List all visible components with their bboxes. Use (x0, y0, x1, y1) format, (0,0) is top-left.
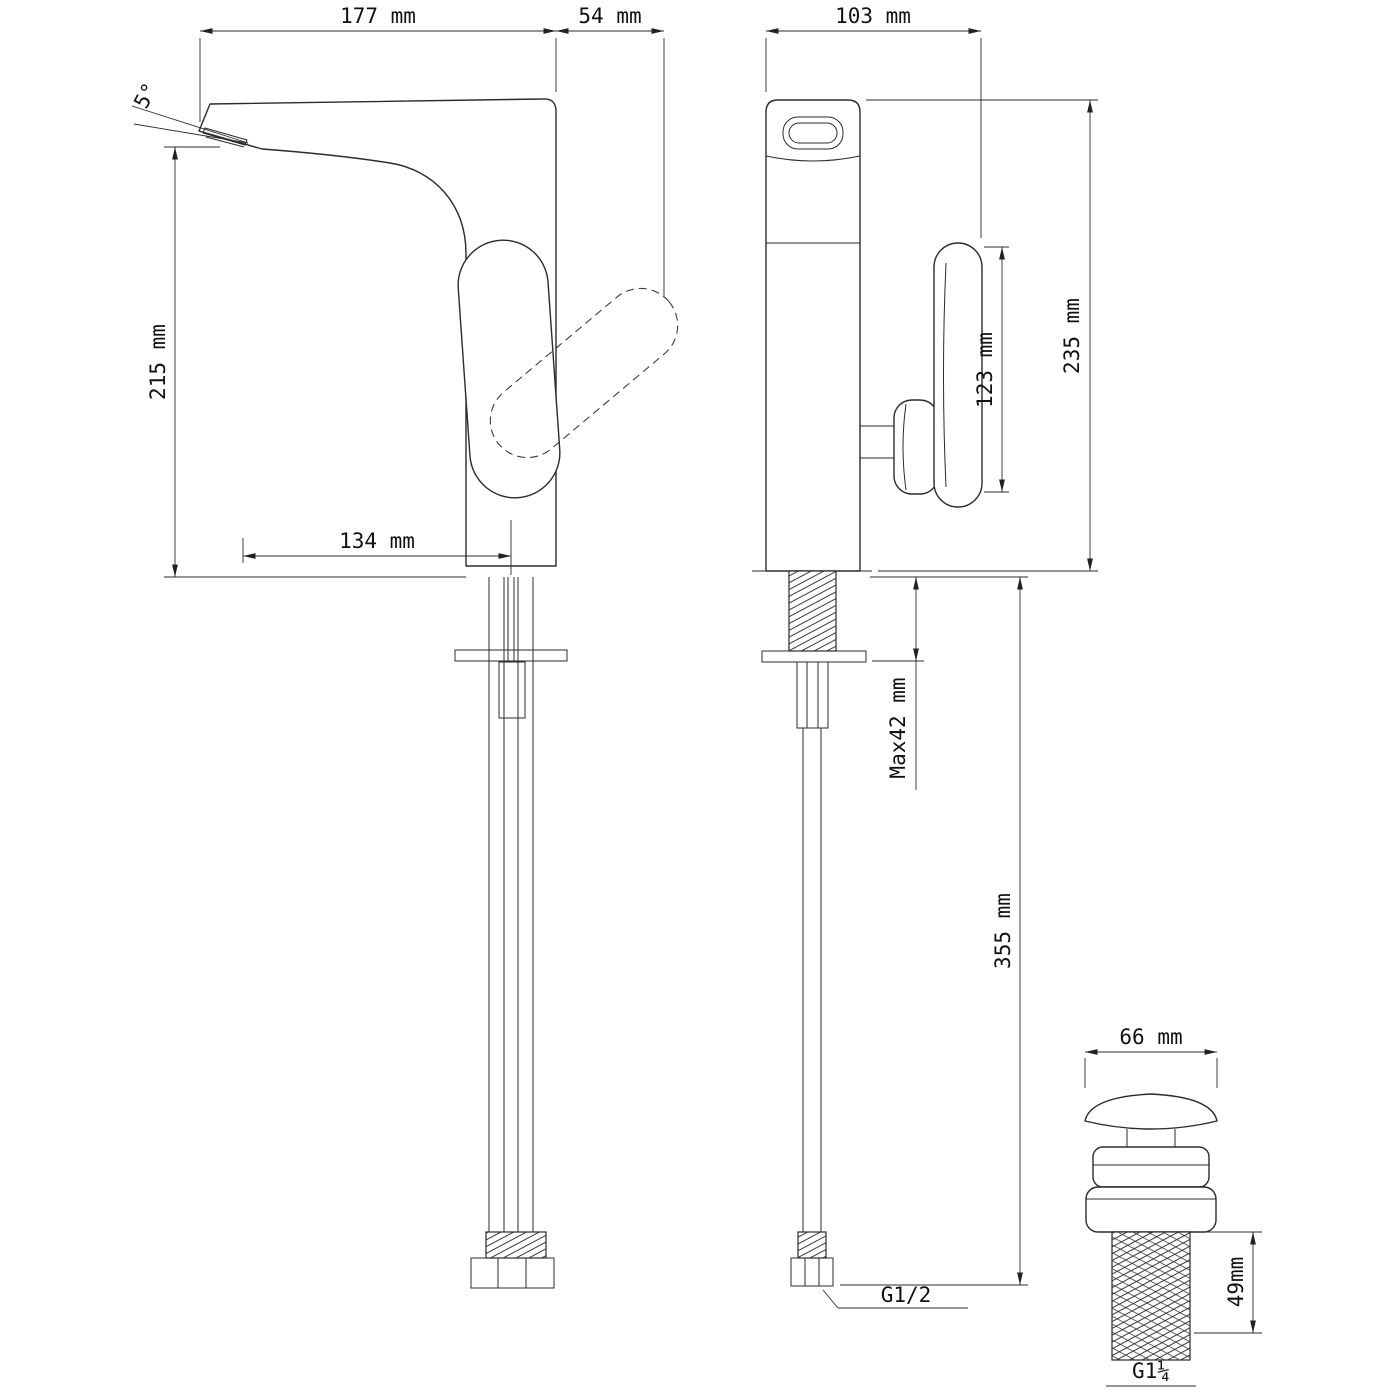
dim-label-drain-cap-width: 66 mm (1119, 1025, 1182, 1049)
hose-hex-nut-side (470, 1257, 555, 1289)
handle-pivot-inner (902, 403, 907, 491)
dim-drain-thread-length: 49mm (1194, 1231, 1262, 1334)
drain-view: 66 mm 49mm G1¼ (1084, 1025, 1262, 1387)
dim-label-max-deck: Max42 mm (886, 677, 910, 778)
dim-max-deck-thickness: Max42 mm (872, 577, 924, 790)
spout-window-inner (788, 122, 838, 144)
drain-threaded-tube-crosshatch (1112, 1232, 1190, 1360)
dim-label-below-deck: 355 mm (991, 893, 1015, 969)
spout-window-outer (782, 116, 844, 150)
dim-handle-height: 123 mm (973, 246, 1009, 493)
dim-label-outlet-reach: 134 mm (339, 529, 415, 553)
dim-outlet-reach: 134 mm (242, 520, 512, 575)
hose-thread-side (485, 1231, 547, 1259)
hose-thread-front (797, 1231, 827, 1259)
label-drain-thread: G1¼ (1106, 1359, 1196, 1387)
handle-side (457, 239, 561, 499)
dim-handle-overhang: 54 mm (556, 4, 665, 296)
handle-paddle (933, 242, 983, 508)
dim-spout-height: 215 mm (146, 146, 466, 578)
dim-below-deck-length: 355 mm (840, 576, 1028, 1286)
dim-drain-cap-width: 66 mm (1084, 1025, 1218, 1088)
dim-label-total-height: 235 mm (1060, 298, 1084, 374)
side-faucet-outline (198, 98, 557, 567)
drain-cap (1084, 1093, 1218, 1130)
drain-thread-text: G1¼ (1132, 1359, 1170, 1383)
dim-overall-width: 103 mm (765, 4, 982, 238)
spout-chin-curve (765, 155, 861, 162)
mounting-stud-front (796, 661, 829, 729)
handle-paddle-inner (943, 262, 947, 488)
dim-label-drain-thread-length: 49mm (1224, 1257, 1248, 1308)
dim-label-overall-width: 103 mm (835, 4, 911, 28)
drain-upper-flange (1092, 1146, 1210, 1188)
inlet-thread-text: G1/2 (881, 1283, 932, 1307)
drain-lower-flange (1085, 1186, 1217, 1233)
aerator-outlet (202, 127, 248, 146)
dim-label-spout-height: 215 mm (146, 324, 170, 400)
handle-pivot (893, 399, 939, 495)
dim-total-height: 235 mm (866, 99, 1098, 572)
dim-label-spout-reach: 177 mm (340, 4, 416, 28)
hose-hex-nut-front (790, 1257, 834, 1287)
dim-spout-reach: 177 mm (199, 4, 557, 122)
label-inlet-thread: G1/2 (822, 1283, 968, 1309)
aerator-slot-line (205, 136, 245, 148)
mounting-flange-front (761, 650, 867, 663)
side-view: 177 mm 54 mm 5° 215 mm 134 mm (129, 4, 679, 1289)
front-view: 103 mm 123 mm 235 mm Max42 mm 35 (752, 4, 1098, 1309)
mounting-nut-side (498, 661, 526, 719)
handle-side-dashed (489, 287, 679, 459)
dim-label-handle-height: 123 mm (973, 332, 997, 408)
front-faucet-outline (765, 99, 861, 572)
dim-label-handle-overhang: 54 mm (578, 4, 641, 28)
dim-label-spout-angle: 5° (129, 79, 162, 113)
mounting-bracket-side (454, 649, 568, 662)
threaded-shank (788, 570, 837, 652)
